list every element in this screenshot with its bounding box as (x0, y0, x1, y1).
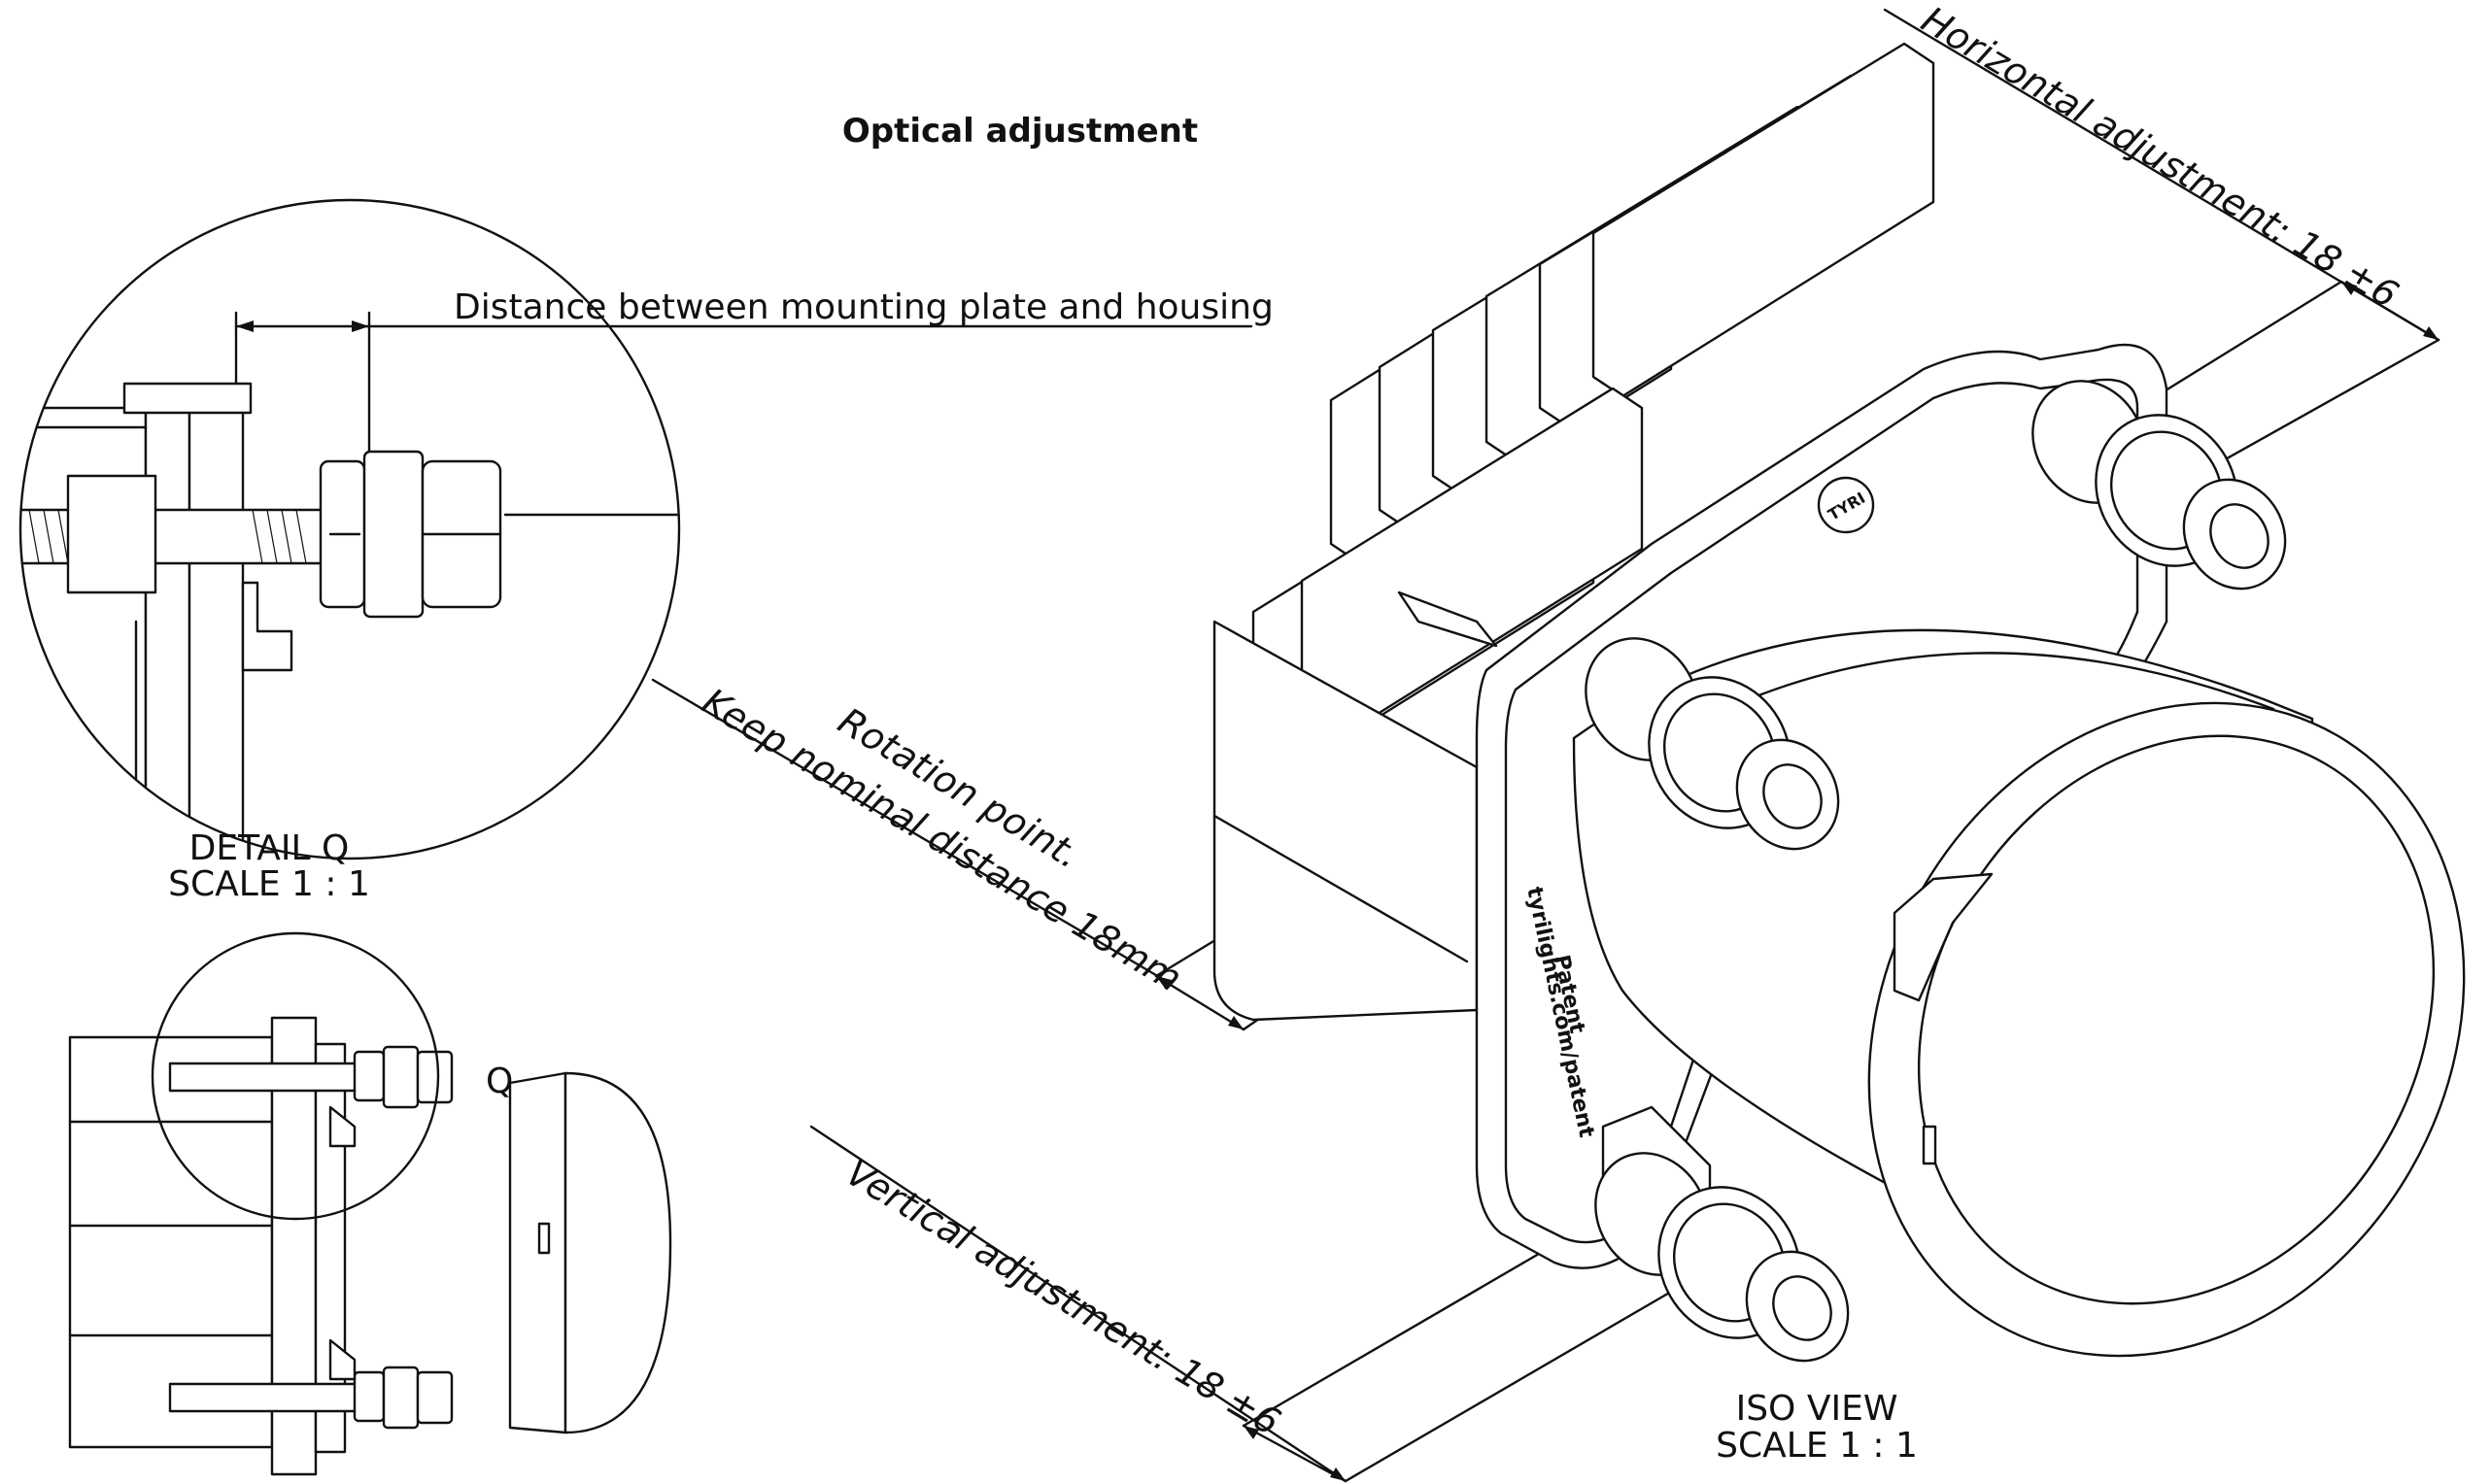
iso-view: TYRI Patent tyrilights.com/patent (1212, 42, 2466, 1466)
rear-housing (1212, 620, 1479, 1022)
heatsink-fins (1251, 42, 1935, 779)
detail-q-view: DETAIL Q SCALE 1 : 1 (18, 198, 681, 904)
detail-q-scale: SCALE 1 : 1 (168, 864, 370, 904)
rotation-label-line2: Keep nominal distance 18mm (695, 680, 1189, 1000)
brand-badge (1817, 476, 1875, 534)
drawing-title: Optical adjustment (842, 112, 1198, 151)
distance-label: Distance between mounting plate and hous… (454, 287, 1274, 327)
adjuster-upper-right (2031, 380, 2287, 590)
detail-callout-q: Q (486, 1062, 513, 1101)
iso-view-scale: SCALE 1 : 1 (1716, 1426, 1918, 1466)
detail-q-name: DETAIL Q (189, 828, 350, 868)
vertical-label: Vertical adjustment: 18 ±6 (838, 1151, 1287, 1444)
adjuster-middle (1585, 637, 1840, 851)
side-view: Q (68, 931, 672, 1476)
horizontal-label: Horizontal adjustment: 18 ±6 (1914, 0, 2406, 317)
adjuster-lower (1594, 1105, 1850, 1363)
distance-dimension: Distance between mounting plate and hous… (234, 287, 1274, 458)
iso-view-name: ISO VIEW (1736, 1389, 1898, 1429)
